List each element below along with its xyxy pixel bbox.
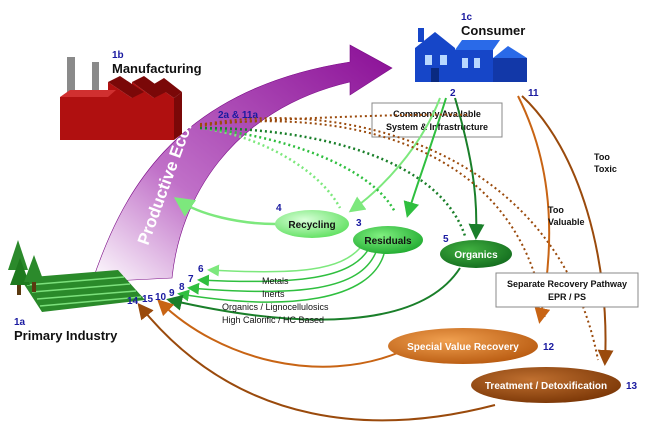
recycling-label: Recycling <box>288 220 335 231</box>
residuals-node: Residuals 3 <box>353 218 423 254</box>
organics-node: Organics 5 <box>440 234 512 268</box>
house-icon <box>415 28 527 82</box>
num-8: 8 <box>179 282 185 293</box>
num-7: 7 <box>188 274 194 285</box>
consumer-num: 1c <box>461 12 473 23</box>
inerts-label: Inerts <box>262 289 285 299</box>
field-trees-icon <box>8 240 145 312</box>
too-valuable-2: Valuable <box>548 217 585 227</box>
recycling-num: 4 <box>276 203 282 214</box>
separate-recovery-box: Separate Recovery Pathway EPR / PS <box>495 272 639 308</box>
num-2: 2 <box>450 88 456 99</box>
num-9: 9 <box>169 288 175 299</box>
metals-label: Metals <box>262 276 289 286</box>
num-10: 10 <box>155 292 167 303</box>
recycling-node: Recycling 4 <box>275 203 349 238</box>
treatment-num: 13 <box>626 381 638 392</box>
num-2a-11a: 2a & 11a <box>218 110 258 121</box>
organics-label: Organics <box>454 250 498 261</box>
primary-label: Primary Industry <box>14 328 118 343</box>
factory-icon <box>60 57 182 140</box>
special-value-num: 12 <box>543 342 555 353</box>
too-toxic-2: Toxic <box>594 164 617 174</box>
organics-ligno-label: Organics / Lignocellulosics <box>222 302 329 312</box>
residuals-num: 3 <box>356 218 362 229</box>
organics-num: 5 <box>443 234 449 245</box>
primary-num: 1a <box>14 317 26 328</box>
special-value-node: Special Value Recovery 12 <box>388 328 555 364</box>
treatment-label: Treatment / Detoxification <box>485 381 607 392</box>
common-system-line1: Commonly Available <box>393 109 481 119</box>
separate-line2: EPR / PS <box>548 292 586 302</box>
residuals-label: Residuals <box>364 236 412 247</box>
separate-line1: Separate Recovery Pathway <box>507 279 627 289</box>
treatment-node: Treatment / Detoxification 13 <box>471 367 638 403</box>
special-value-label: Special Value Recovery <box>407 342 519 353</box>
num-14: 14 <box>127 296 139 307</box>
too-toxic-1: Too <box>594 152 610 162</box>
num-6: 6 <box>198 264 204 275</box>
num-15: 15 <box>142 294 154 305</box>
common-system-box: Commonly Available System & Infrastructu… <box>371 102 503 138</box>
num-11: 11 <box>528 88 539 99</box>
consumer-label: Consumer <box>461 23 525 38</box>
manufacturing-label: Manufacturing <box>112 61 202 76</box>
too-valuable-1: Too <box>548 205 564 215</box>
manufacturing-num: 1b <box>112 50 124 61</box>
high-calorific-label: High Calorific / HC Based <box>222 315 324 325</box>
